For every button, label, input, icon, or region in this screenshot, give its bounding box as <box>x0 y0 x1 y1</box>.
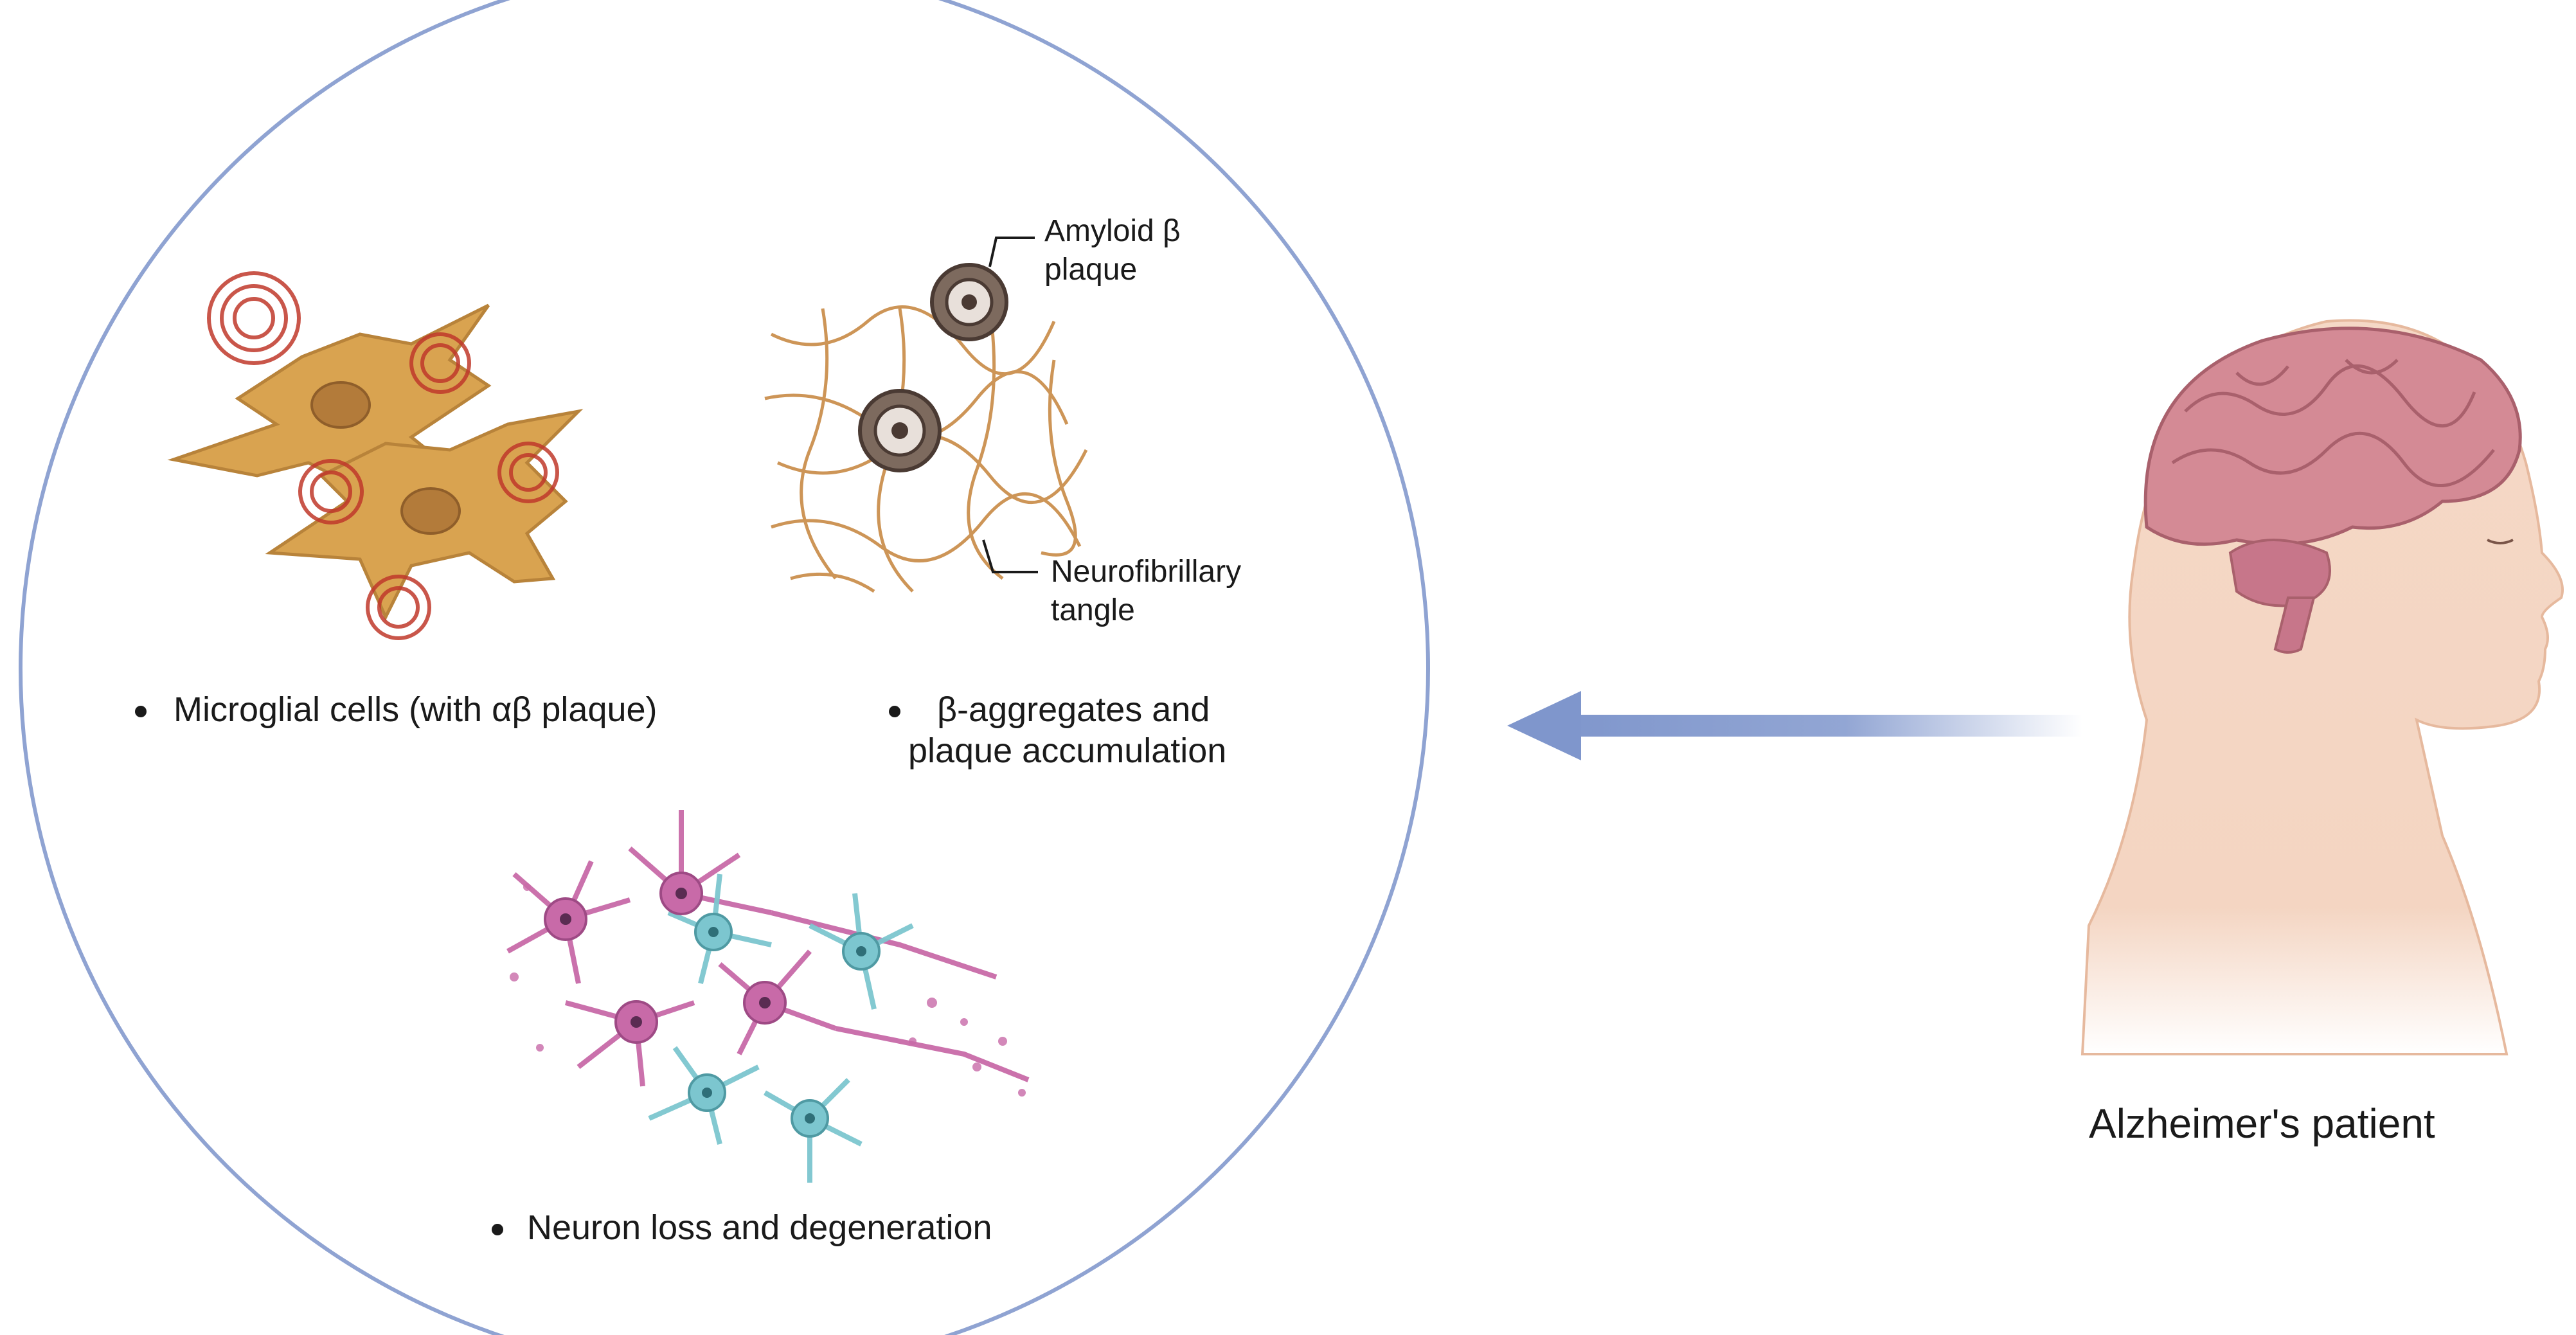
patient-label: Alzheimer's patient <box>2089 1100 2435 1147</box>
amyloid-callout-line2: plaque <box>1044 253 1138 287</box>
amyloid-plaque-icon <box>858 263 1008 472</box>
tangle-network-icon <box>764 305 1088 593</box>
microglia-bullet <box>135 706 147 717</box>
microglia-label: Microglial cells (with αβ plaque) <box>174 690 657 729</box>
tangle-callout-line1: Neurofibrillary <box>1051 555 1242 589</box>
patient-head-icon <box>2080 319 2564 1055</box>
pathology-circle <box>19 0 1430 1335</box>
amyloid-callout-line1: Amyloid β <box>1044 214 1181 248</box>
microglia-cells-icon <box>167 271 584 640</box>
aggregates-bullet <box>889 706 900 717</box>
aggregates-label-line1: β-aggregates and <box>937 690 1210 729</box>
neuron-cluster-icon <box>506 810 1030 1183</box>
amyloid-leader-line <box>988 237 1035 267</box>
neuron-bullet <box>492 1224 503 1235</box>
tangle-callout-line2: tangle <box>1051 593 1135 627</box>
neuron-label: Neuron loss and degeneration <box>527 1208 992 1247</box>
aggregates-label-line2: plaque accumulation <box>908 731 1227 770</box>
arrow-left-icon <box>1507 691 2082 760</box>
tangle-leader-line <box>982 539 1038 573</box>
